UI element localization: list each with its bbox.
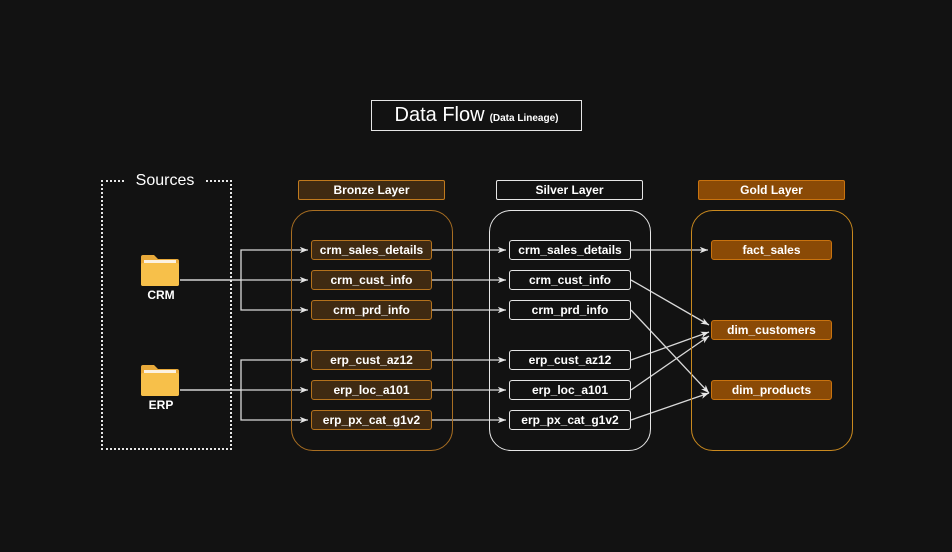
edge-silver-erp-loc-a101-to-gold-dim-customers [630, 335, 710, 391]
edge-silver-crm-prd-info-to-gold-dim-products [630, 309, 710, 394]
bronze-node-erp-cust-az12: erp_cust_az12 [311, 350, 432, 370]
bronze-node-crm-cust-info: crm_cust_info [311, 270, 432, 290]
bronze-node-erp-loc-a101: erp_loc_a101 [311, 380, 432, 400]
crm-label: CRM [147, 288, 175, 302]
erp-folder-icon [141, 365, 179, 396]
silver-layer-header: Silver Layer [496, 180, 643, 200]
erp-label: ERP [148, 398, 174, 412]
bronze-layer-container [291, 210, 453, 451]
silver-node-crm-sales-details: crm_sales_details [509, 240, 631, 260]
edge-crm-to-bronze-crm-prd-info [240, 280, 308, 314]
edge-erp-to-bronze-erp-px-cat-g1v2 [240, 390, 308, 424]
silver-node-erp-cust-az12: erp_cust_az12 [509, 350, 631, 370]
edge-silver-erp-cust-az12-to-gold-dim-customers [630, 331, 710, 361]
silver-node-erp-loc-a101: erp_loc_a101 [509, 380, 631, 400]
title-sub: (Data Lineage) [489, 112, 559, 124]
crm-folder-icon [141, 255, 179, 286]
gold-node-dim-products: dim_products [711, 380, 832, 400]
sources-label: Sources [126, 171, 204, 191]
silver-layer-container [489, 210, 651, 451]
gold-node-dim-customers: dim_customers [711, 320, 832, 340]
gold-node-fact-sales: fact_sales [711, 240, 832, 260]
bronze-node-crm-sales-details: crm_sales_details [311, 240, 432, 260]
gold-layer-header: Gold Layer [698, 180, 845, 200]
silver-node-erp-px-cat-g1v2: erp_px_cat_g1v2 [509, 410, 631, 430]
edge-silver-erp-px-cat-g1v2-to-gold-dim-products [630, 392, 710, 421]
gold-layer-container [691, 210, 853, 451]
bronze-node-crm-prd-info: crm_prd_info [311, 300, 432, 320]
silver-node-crm-cust-info: crm_cust_info [509, 270, 631, 290]
title-main: Data Flow [394, 104, 485, 126]
edge-silver-crm-cust-info-to-gold-dim-customers [630, 279, 710, 326]
bronze-layer-header: Bronze Layer [298, 180, 445, 200]
silver-node-crm-prd-info: crm_prd_info [509, 300, 631, 320]
bronze-node-erp-px-cat-g1v2: erp_px_cat_g1v2 [311, 410, 432, 430]
diagram-title: Data Flow (Data Lineage) [371, 100, 582, 131]
